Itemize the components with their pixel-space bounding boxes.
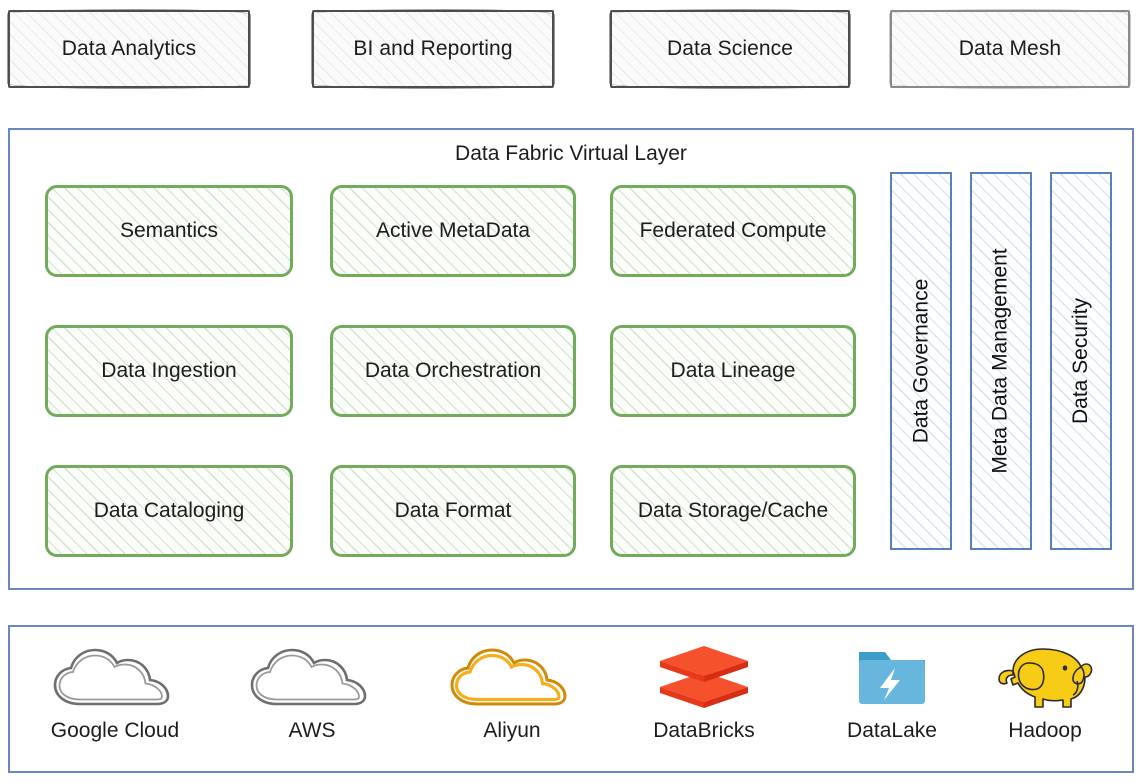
data-fabric-panel: Data Fabric Virtual Layer Semantics Acti… bbox=[8, 128, 1134, 590]
platform-label: AWS bbox=[288, 719, 336, 742]
capability-label: Data Storage/Cache bbox=[637, 499, 829, 522]
capability-label: Data Orchestration bbox=[364, 359, 542, 382]
consumer-layer: Data Analytics BI and Reporting Data Sci… bbox=[0, 0, 1142, 110]
platform-item-datalake[interactable]: DataLake bbox=[817, 641, 967, 743]
pillar-data-security[interactable]: Data Security bbox=[1050, 172, 1112, 550]
consumer-label: Data Science bbox=[666, 37, 794, 60]
consumer-box-data-mesh[interactable]: Data Mesh bbox=[889, 9, 1131, 89]
capability-box-data-format[interactable]: Data Format bbox=[330, 465, 576, 557]
capability-box-data-lineage[interactable]: Data Lineage bbox=[610, 325, 856, 417]
platform-label: Aliyun bbox=[483, 719, 541, 742]
platform-item-google-cloud[interactable]: Google Cloud bbox=[40, 641, 190, 743]
platform-layer-panel: Google Cloud AWS Aliyun bbox=[8, 625, 1134, 773]
capability-box-active-metadata[interactable]: Active MetaData bbox=[330, 185, 576, 277]
capability-label: Active MetaData bbox=[375, 219, 531, 242]
capability-box-semantics[interactable]: Semantics bbox=[45, 185, 293, 277]
capability-label: Data Format bbox=[394, 499, 512, 522]
platform-item-databricks[interactable]: DataBricks bbox=[629, 641, 779, 743]
cloud-icon bbox=[444, 641, 580, 713]
capability-box-data-cataloging[interactable]: Data Cataloging bbox=[45, 465, 293, 557]
pillar-data-governance[interactable]: Data Governance bbox=[890, 172, 952, 550]
panel-title: Data Fabric Virtual Layer bbox=[455, 142, 687, 165]
platform-label: DataLake bbox=[847, 719, 937, 742]
consumer-box-data-science[interactable]: Data Science bbox=[609, 9, 851, 89]
platform-label: Google Cloud bbox=[50, 719, 180, 742]
consumer-label: BI and Reporting bbox=[353, 37, 513, 60]
capability-label: Data Cataloging bbox=[93, 499, 245, 522]
capability-box-data-ingestion[interactable]: Data Ingestion bbox=[45, 325, 293, 417]
cloud-icon bbox=[47, 641, 183, 713]
platform-item-aws[interactable]: AWS bbox=[237, 641, 387, 743]
capability-label: Data Lineage bbox=[670, 359, 796, 382]
pillar-meta-data-management[interactable]: Meta Data Management bbox=[970, 172, 1032, 550]
consumer-box-data-analytics[interactable]: Data Analytics bbox=[7, 9, 251, 89]
platform-label: Hadoop bbox=[1008, 719, 1082, 742]
databricks-icon bbox=[656, 641, 752, 713]
capability-label: Data Ingestion bbox=[101, 359, 237, 382]
consumer-box-bi-and-reporting[interactable]: BI and Reporting bbox=[311, 9, 555, 89]
platform-label: DataBricks bbox=[653, 719, 755, 742]
elephant-icon bbox=[993, 641, 1097, 713]
capability-box-data-orchestration[interactable]: Data Orchestration bbox=[330, 325, 576, 417]
pillar-label: Data Security bbox=[1069, 297, 1092, 425]
consumer-label: Data Mesh bbox=[958, 37, 1062, 60]
pillar-label: Data Governance bbox=[909, 278, 933, 444]
cloud-icon bbox=[244, 641, 380, 713]
pillar-label: Meta Data Management bbox=[989, 248, 1013, 474]
folder-bolt-icon bbox=[851, 641, 933, 713]
consumer-label: Data Analytics bbox=[61, 37, 197, 60]
capability-box-data-storage-cache[interactable]: Data Storage/Cache bbox=[610, 465, 856, 557]
capability-label: Semantics bbox=[119, 219, 219, 242]
capability-label: Federated Compute bbox=[639, 219, 827, 242]
capability-box-federated-compute[interactable]: Federated Compute bbox=[610, 185, 856, 277]
platform-item-hadoop[interactable]: Hadoop bbox=[970, 641, 1120, 743]
platform-item-aliyun[interactable]: Aliyun bbox=[437, 641, 587, 743]
